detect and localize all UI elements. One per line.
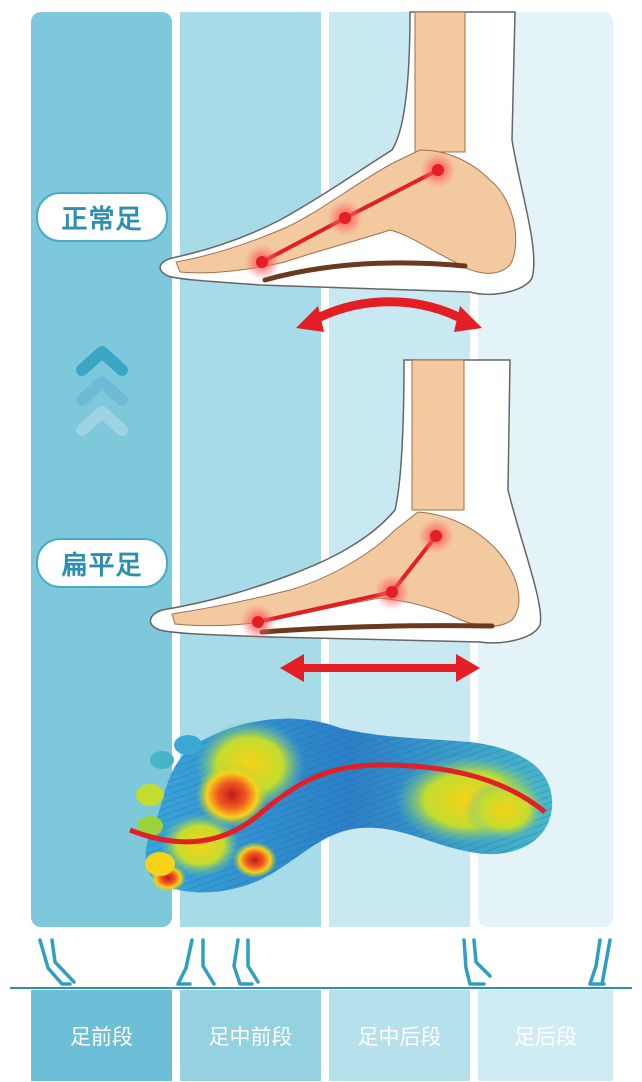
- flat-foot-label: 扁平足: [36, 538, 168, 588]
- segment-label-midfoot-front: 足中前段: [180, 990, 321, 1082]
- walking-leg-icon: [178, 940, 214, 984]
- walking-leg-icon: [590, 940, 610, 984]
- walking-leg-icon: [40, 940, 74, 984]
- segment-label-rearfoot: 足后段: [478, 990, 613, 1082]
- walking-leg-icon: [464, 940, 490, 984]
- walking-leg-icon: [234, 940, 258, 984]
- normal-foot-label: 正常足: [36, 192, 168, 242]
- segment-label-forefoot: 足前段: [31, 990, 172, 1082]
- segment-label-midfoot-back: 足中后段: [329, 990, 470, 1082]
